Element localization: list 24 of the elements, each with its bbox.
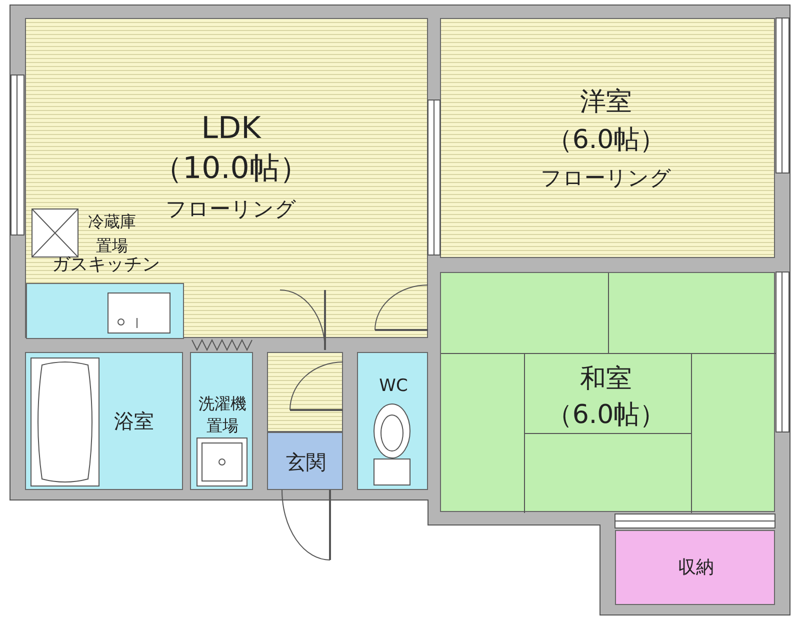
bathroom-floor [25, 352, 183, 490]
area-label: 冷蔵庫置場 [87, 211, 137, 256]
room-name: LDK [201, 110, 261, 148]
living-room-floor [25, 18, 428, 338]
room-name: 浴室 [114, 408, 154, 434]
room-size: （10.0帖） [152, 150, 310, 188]
room-name: 和室 [580, 363, 632, 396]
laundry-space [190, 352, 253, 490]
floor-type: フローリング [540, 165, 672, 192]
tatami-room-floor [440, 272, 775, 512]
hallway-floor [267, 352, 343, 432]
toilet-room-floor [357, 352, 428, 490]
entrance-floor [267, 432, 343, 490]
bedroom-floor [440, 18, 775, 258]
area-label: 洗濯機置場 [198, 393, 248, 437]
room-name: 玄関 [286, 449, 326, 475]
room-name: 収納 [678, 556, 714, 580]
floor-type: フローリング [166, 196, 296, 223]
room-name: WC [379, 375, 408, 397]
closet-floor [615, 530, 775, 605]
room-size: （6.0帖） [546, 399, 666, 432]
area-label: ガスキッチン [52, 254, 160, 277]
room-name: 洋室 [580, 86, 632, 119]
room-size: （6.0帖） [546, 124, 666, 157]
